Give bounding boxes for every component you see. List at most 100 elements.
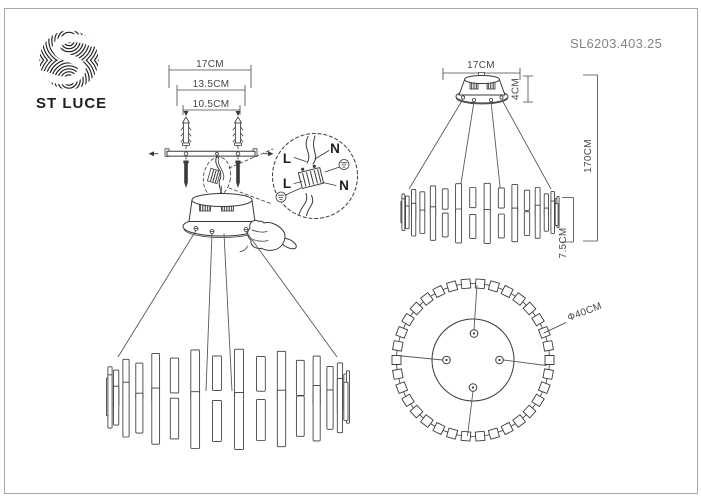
crystal-slat [441, 188, 449, 210]
crystal-slat [483, 208, 491, 244]
ground-terminal-icon [338, 159, 350, 170]
crystal-slat [276, 389, 287, 448]
crystal-slat-top [401, 313, 415, 327]
crystal-slat-top [544, 355, 555, 365]
crystal-slat-top [487, 280, 500, 293]
top-view: Ф40CM [391, 278, 603, 442]
crystal-slat-top [395, 381, 408, 394]
crystal-slat [295, 359, 305, 396]
crystal-slat [483, 182, 491, 213]
wiring-detail-circle: L N L N [272, 133, 358, 219]
crystal-slat [256, 356, 266, 392]
crystal-slat [135, 392, 144, 434]
crystal-slat-top [512, 414, 526, 428]
assembled-view: 17CM 4CM 7.5CM 170CM [400, 60, 598, 259]
insert-direction-arrows [148, 151, 274, 157]
dim-outer-holes: 13.5CM [193, 79, 230, 90]
wire-label-live-bottom: L [283, 176, 291, 191]
crystal-ring-shade [105, 348, 350, 450]
crystal-slat [523, 211, 531, 236]
dim-canopy-height: 4CM [511, 78, 522, 100]
wire-connector [207, 167, 221, 185]
crystal-slat [326, 389, 334, 430]
crystal-slat [122, 381, 130, 438]
crystal-slat-top [538, 381, 551, 394]
crystal-slat-top [460, 430, 472, 442]
crystal-slat-top [474, 430, 486, 442]
cable-attachment-points [442, 329, 504, 392]
crystal-slat [441, 212, 449, 238]
crystal-slat-top [420, 414, 434, 428]
crystal-slat-top [487, 427, 500, 440]
mounting-screw-right [234, 155, 242, 189]
crystal-slat [497, 213, 505, 239]
crystal-slat [295, 395, 305, 437]
terminal-block [297, 164, 325, 189]
crystal-slat [113, 385, 120, 426]
crystal-slat [550, 200, 555, 234]
crystal-slat-top [401, 393, 415, 407]
crystal-slat [343, 381, 349, 421]
ceiling-canopy-small [455, 72, 509, 105]
crystal-slat [151, 387, 161, 445]
hand-with-screwdriver-icon [239, 219, 297, 252]
crystal-slat-top [392, 340, 404, 352]
crystal-slat [190, 349, 201, 399]
dim-bracket-width: 17CM [196, 59, 224, 70]
crystal-slat [169, 357, 180, 394]
cable-mounts [193, 226, 249, 234]
cable-spokes [396, 284, 547, 437]
slat-ring-top-view [391, 278, 555, 442]
crystal-slat [234, 391, 245, 450]
crystal-slat [234, 348, 245, 398]
dim-inner-holes: 10.5CM [193, 99, 230, 110]
crystal-slat [534, 204, 541, 239]
assembled-dimension-lines [442, 68, 598, 243]
crystal-slat [312, 384, 321, 442]
crystal-slat [336, 378, 344, 434]
logo-s-curve [41, 34, 97, 85]
crystal-slat-top [409, 404, 424, 419]
crystal-slat-top [395, 326, 408, 339]
crystal-slat [211, 355, 222, 391]
crystal-slat [455, 183, 463, 213]
brand-logo: ST LUCE [36, 30, 106, 112]
crystal-slat [169, 397, 180, 440]
crystal-slat [511, 207, 519, 243]
crystal-slat-top [420, 292, 434, 306]
crystal-slat-top [500, 422, 514, 435]
crystal-slat-top [512, 292, 526, 306]
power-cable [215, 155, 225, 199]
crystal-slat-top [460, 278, 472, 290]
dim-total-drop: 170CM [583, 139, 594, 173]
mounting-bracket [164, 148, 258, 157]
crystal-slat-top [500, 285, 514, 298]
crystal-slat [469, 213, 477, 239]
crystal-slat [419, 209, 426, 234]
crystal-slat [543, 207, 549, 232]
wall-anchor-right [232, 116, 244, 152]
crystal-slat-top [391, 355, 402, 365]
crystal-slat-top [522, 301, 537, 316]
crystal-slat-top [432, 422, 446, 435]
mounting-screw-left [182, 155, 190, 189]
crystal-slat-top [522, 404, 537, 419]
crystal-slat [497, 187, 505, 209]
crystal-ring-shade-small [400, 182, 560, 244]
brand-logo-mark [39, 30, 99, 90]
dim-shade-height: 7.5CM [558, 228, 569, 259]
crystal-slat-top [392, 368, 404, 380]
crystal-slat [405, 205, 410, 230]
crystal-slat [411, 202, 417, 237]
suspension-cables [117, 230, 338, 392]
diameter-leader-line [543, 322, 567, 334]
crystal-slat-top [531, 313, 545, 327]
crystal-slat [211, 399, 222, 442]
dim-diameter: Ф40CM [566, 301, 603, 324]
crystal-slat [419, 191, 426, 214]
crystal-slat [256, 399, 266, 441]
crystal-slat-top [446, 280, 459, 293]
detail-leader-lines [228, 148, 274, 205]
